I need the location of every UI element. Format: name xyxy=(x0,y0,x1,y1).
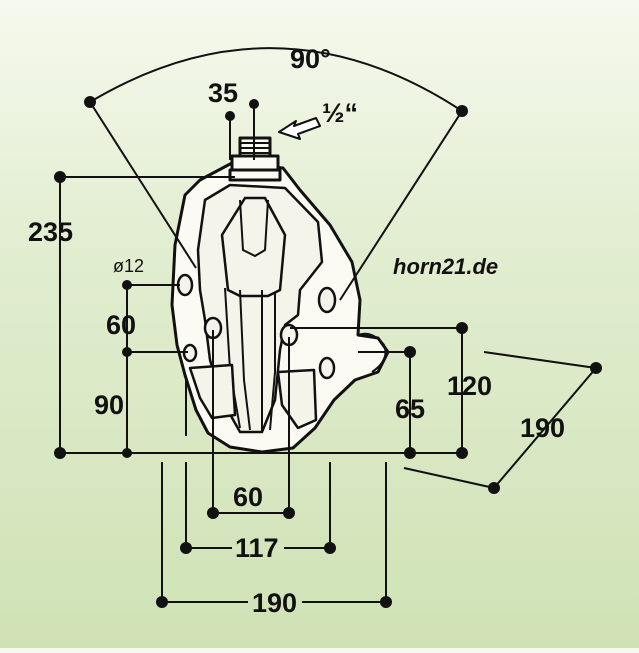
horn-rib-right xyxy=(269,292,276,431)
depth-endpoint-top xyxy=(590,362,602,374)
nozzle-width-label: 35 xyxy=(208,78,238,108)
dimension-hole-diameter: ø12 xyxy=(113,256,180,290)
dimension-angle: 90° xyxy=(84,44,468,301)
horn-rib-center-left xyxy=(239,289,251,431)
height-endpoint-top xyxy=(54,171,66,183)
angle-label: 90° xyxy=(290,44,331,74)
depth-endpoint-bottom xyxy=(488,482,500,494)
dimension-thread: ½“ xyxy=(278,98,358,140)
hole-spacing-label: 60 xyxy=(233,482,263,512)
horn-guide-channel xyxy=(220,196,287,298)
overall-width-label: 190 xyxy=(252,588,297,618)
nozzle-endpoint-right xyxy=(249,99,259,109)
depth-line xyxy=(493,367,597,489)
horn-flange xyxy=(357,332,387,373)
hole-upper-right xyxy=(317,286,337,314)
left-upper-label: 60 xyxy=(106,310,136,340)
right-outer-endpoint-top xyxy=(456,322,468,334)
dimension-nozzle-width: 35 xyxy=(208,78,259,160)
angle-endpoint-right xyxy=(456,105,468,117)
left-mid-endpoint xyxy=(122,347,132,357)
angle-arc xyxy=(89,47,463,112)
hole-diameter-label: ø12 xyxy=(113,256,144,276)
right-inner-endpoint-bottom xyxy=(404,447,416,459)
depth-ext-bottom xyxy=(403,467,495,489)
dimension-left-vertical: 60 90 xyxy=(94,285,188,458)
angle-endpoint-left xyxy=(84,96,96,108)
nozzle-endpoint-left xyxy=(225,111,235,121)
brand-label: horn21.de xyxy=(393,254,498,279)
inner-endpoint-left xyxy=(180,542,192,554)
hole-upper-left xyxy=(176,273,194,297)
overall-endpoint-right xyxy=(380,596,392,608)
overall-endpoint-left xyxy=(156,596,168,608)
right-inner-endpoint-top xyxy=(404,346,416,358)
thread-label: ½“ xyxy=(322,98,358,128)
right-inner-label: 65 xyxy=(395,394,425,424)
dimension-right-vertical: 120 65 xyxy=(290,322,492,459)
angle-leg-left xyxy=(89,101,197,269)
horn-body xyxy=(170,136,390,454)
depth-label: 190 xyxy=(520,413,565,443)
hole-lower-right xyxy=(318,356,336,380)
depth-ext-top xyxy=(483,351,597,369)
angle-leg-right xyxy=(339,110,463,301)
dimension-bottom-horizontal: 60 117 190 xyxy=(156,330,392,618)
total-height-label: 235 xyxy=(28,217,73,247)
inner-width-label: 117 xyxy=(235,533,279,563)
thread-arrow-icon xyxy=(278,117,321,140)
dimension-total-height: 235 xyxy=(28,171,235,459)
right-outer-endpoint-bottom xyxy=(456,447,468,459)
dimension-depth: 190 xyxy=(403,351,602,494)
horn-pocket-right xyxy=(276,368,318,430)
inner-endpoint-right xyxy=(324,542,336,554)
right-outer-label: 120 xyxy=(447,371,492,401)
left-lower-label: 90 xyxy=(94,390,124,420)
horn-nozzle-base xyxy=(228,168,282,182)
horn-slot xyxy=(239,199,269,258)
spacing-endpoint-right xyxy=(283,507,295,519)
spacing-endpoint-left xyxy=(207,507,219,519)
